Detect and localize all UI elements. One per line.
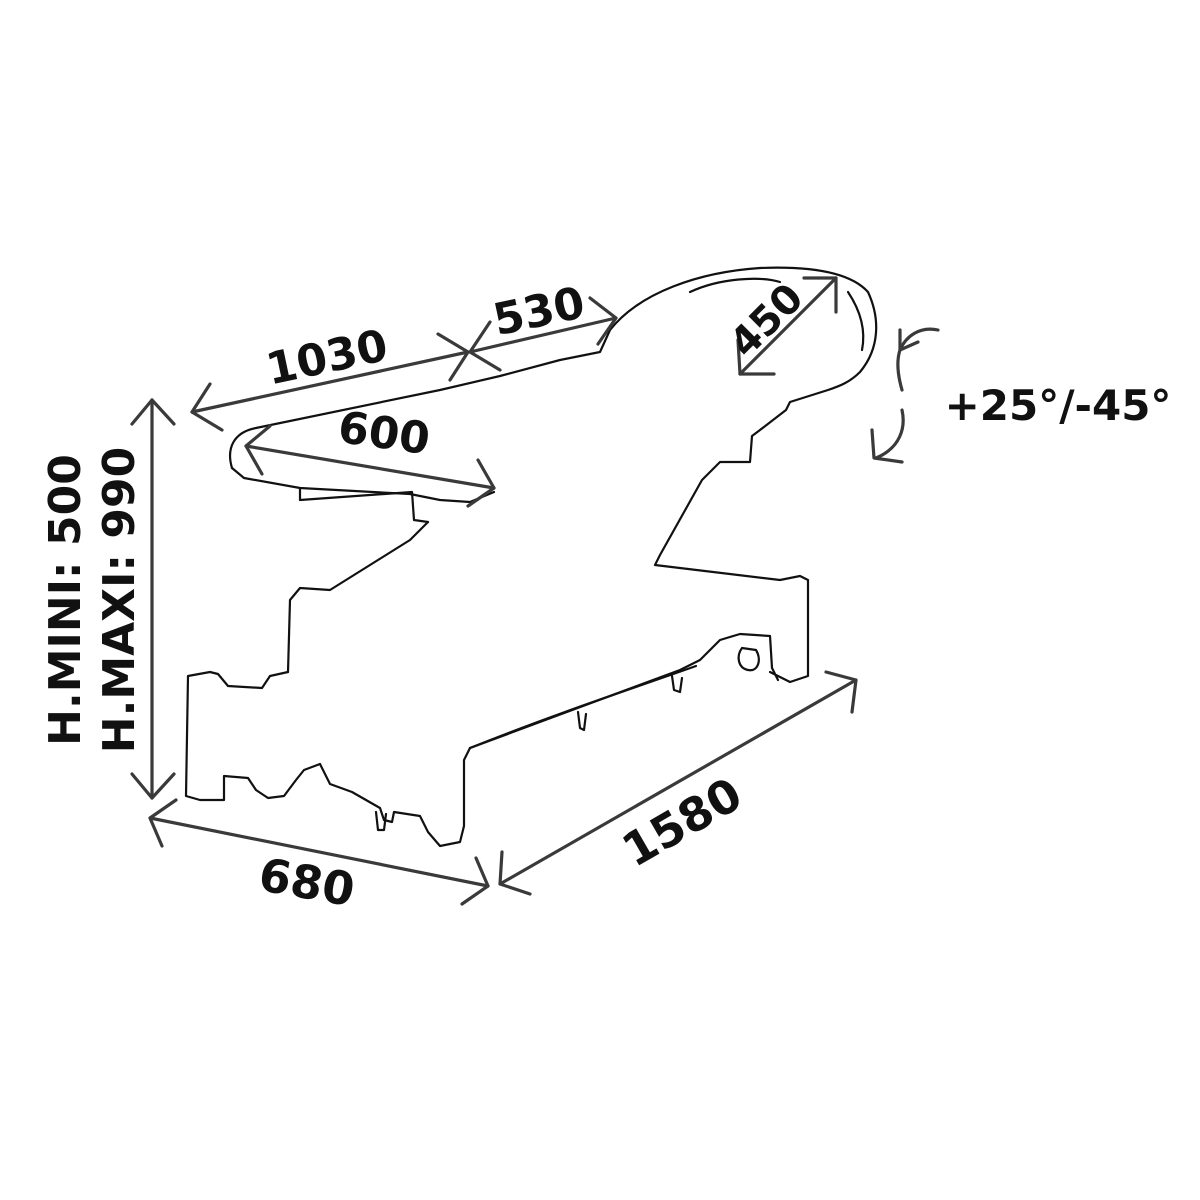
dim-arrow-base-width (148, 798, 490, 906)
label-height-max: H.MAXI: 990 (94, 447, 145, 753)
dimension-arrows (130, 276, 940, 906)
dim-arrow-height (130, 398, 176, 800)
label-head-length: 530 (489, 277, 589, 346)
dim-arrow-base-length (498, 670, 858, 896)
label-seat-width: 600 (335, 402, 433, 465)
label-head-tilt: +25°/-45° (945, 381, 1172, 430)
label-height-min: H.MINI: 500 (40, 454, 91, 746)
dim-arrow-head-length (468, 296, 618, 372)
dim-arrow-seat-width (244, 424, 496, 508)
dimension-labels: 1030 530 450 600 H.MINI: 500 H.MAXI: 990… (40, 275, 1171, 917)
dim-arrow-head-tilt (870, 327, 940, 464)
label-base-length: 1580 (613, 767, 751, 878)
dim-arrow-top-length (190, 332, 470, 432)
label-head-width: 450 (721, 275, 813, 367)
dim-arrow-head-width (736, 276, 838, 376)
treatment-table-outline (184, 266, 878, 848)
